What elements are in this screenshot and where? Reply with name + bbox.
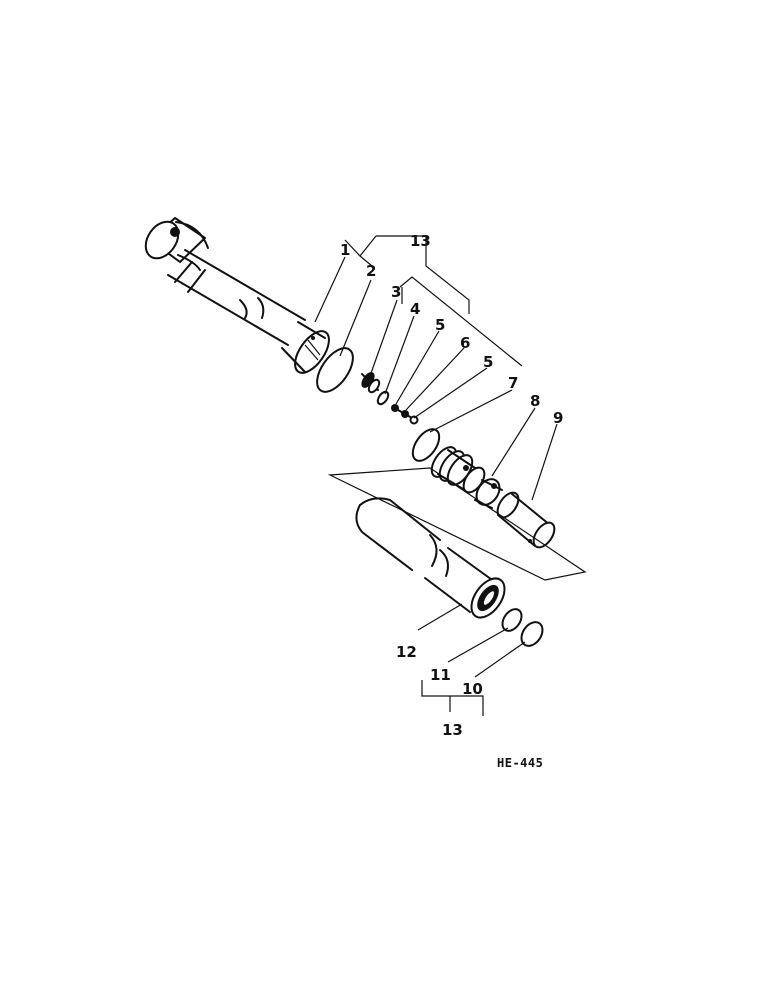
part-3-valve (361, 372, 381, 394)
figure-code: HE-445 (497, 756, 543, 770)
callout-4: 4 (410, 300, 420, 318)
callout-5a: 5 (435, 316, 445, 334)
callout-13-top: 13 (410, 232, 431, 250)
callout-9: 9 (553, 409, 563, 427)
parts-5-6-small-pieces (391, 404, 419, 425)
callout-3: 3 (391, 283, 401, 301)
callout-5b: 5 (483, 353, 493, 371)
cylinder-barrel-lower (355, 497, 506, 619)
part-4-ring (376, 390, 390, 406)
part-8-nut (474, 478, 503, 509)
callout-2: 2 (366, 262, 376, 280)
callout-10: 10 (462, 680, 483, 698)
callout-7: 7 (508, 374, 518, 392)
part-10-ring (520, 621, 544, 647)
callout-8: 8 (530, 392, 540, 410)
leader-lines (314, 256, 558, 678)
callout-11: 11 (430, 666, 451, 684)
callout-13-bottom: 13 (442, 721, 463, 739)
assembly-bracket (327, 467, 587, 581)
callout-6: 6 (460, 334, 470, 352)
part-7-ring (411, 428, 441, 462)
part-2-ring (316, 347, 354, 393)
cylinder-barrel-upper (144, 217, 330, 374)
callout-labels: 1 2 3 4 5 6 5 7 8 9 10 11 12 13 13 (340, 232, 563, 739)
callout-1: 1 (340, 241, 350, 259)
group-brackets (344, 235, 523, 716)
part-9-rod-tube (496, 491, 556, 549)
part-11-ring (501, 608, 523, 632)
callout-12: 12 (396, 643, 417, 661)
